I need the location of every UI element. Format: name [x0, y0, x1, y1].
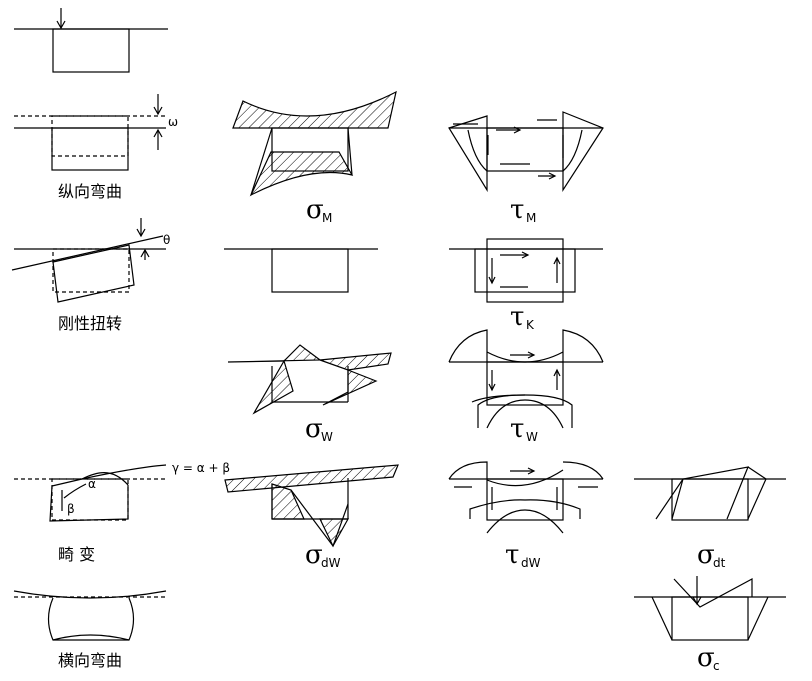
longitudinal-bending-label: 纵向弯曲: [58, 182, 122, 201]
tau-K-symbol: τ K: [510, 302, 535, 332]
tau-M-symbol: τ M: [510, 195, 536, 225]
tau-W-symbol: τ W: [510, 414, 538, 444]
svg-text:dW: dW: [321, 556, 341, 570]
svg-text:τ: τ: [510, 302, 524, 332]
alpha-label: α: [88, 477, 96, 491]
sigma-c-diagram: [634, 576, 786, 641]
svg-text:K: K: [526, 318, 535, 332]
svg-text:σ: σ: [305, 540, 323, 570]
theta-label: θ: [163, 233, 170, 247]
svg-text:τ: τ: [505, 540, 519, 570]
sigma-dW-diagram: [224, 464, 399, 548]
svg-text:σ: σ: [697, 643, 715, 673]
longitudinal-bending-section: [14, 94, 166, 171]
svg-text:σ: σ: [306, 195, 324, 225]
sigma-M-symbol: σ M: [306, 195, 332, 225]
transverse-bending-section: [13, 590, 167, 641]
distortion-section: [14, 464, 167, 522]
svg-text:σ: σ: [305, 414, 323, 444]
tau-K-diagram: [449, 238, 603, 303]
undeformed-section: [14, 8, 168, 73]
tau-M-diagram: [448, 111, 604, 193]
svg-text:W: W: [526, 430, 538, 444]
tau-dW-symbol: τ dW: [505, 540, 541, 570]
svg-text:τ: τ: [510, 195, 524, 225]
svg-text:M: M: [526, 211, 536, 225]
gamma-equation-label: γ = α + β: [172, 461, 230, 475]
beta-label: β: [67, 502, 75, 516]
svg-text:W: W: [321, 430, 333, 444]
sigma-dt-diagram: [634, 466, 786, 521]
sigma-dW-symbol: σ dW: [305, 540, 341, 570]
svg-text:dW: dW: [521, 556, 541, 570]
sigma-dt-symbol: σ dt: [697, 540, 726, 570]
svg-text:τ: τ: [510, 414, 524, 444]
tau-dW-diagram: [448, 461, 604, 534]
svg-text:M: M: [322, 211, 332, 225]
sigma-c-symbol: σ c: [697, 643, 720, 673]
rigid-torsion-label: 刚性扭转: [58, 314, 122, 333]
svg-text:dt: dt: [713, 556, 726, 570]
plain-section-col2: [224, 248, 378, 293]
transverse-bending-label: 横向弯曲: [58, 651, 122, 670]
sigma-W-diagram: [227, 344, 392, 415]
distortion-label: 畸 变: [58, 545, 95, 564]
svg-text:σ: σ: [697, 540, 715, 570]
sigma-M-diagram: [232, 90, 397, 197]
tau-W-diagram: [448, 329, 604, 429]
sigma-W-symbol: σ W: [305, 414, 333, 444]
svg-text:c: c: [713, 659, 720, 673]
omega-label: ω: [168, 115, 178, 129]
rigid-torsion-section: [11, 218, 166, 303]
